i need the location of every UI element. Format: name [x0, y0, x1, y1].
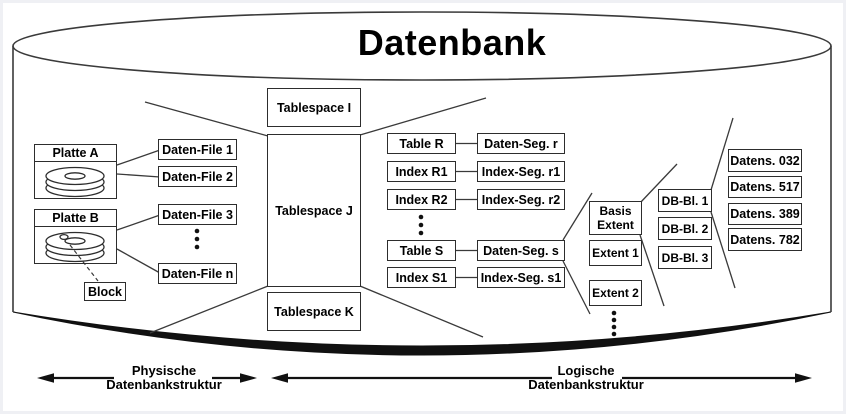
db-block-2-box: DB-Bl. 2 [658, 217, 712, 240]
cylinder-top-ellipse [12, 11, 832, 81]
table-r-box: Table R [387, 133, 456, 154]
disk-file-connectors [116, 149, 161, 274]
data-file-2-box: Daten-File 2 [158, 166, 237, 187]
record-389-box: Datens. 389 [728, 203, 802, 225]
block-box: Block [84, 282, 126, 301]
extents-ellipsis-dots [611, 310, 617, 337]
index-segment-r1-box: Index-Seg. r1 [477, 161, 565, 182]
disk-a-box: Platte A [34, 144, 117, 199]
basis-extent-box: Basis Extent [589, 201, 642, 235]
fan-segment-to-extents [562, 192, 593, 315]
tables-ellipsis-dots [418, 214, 424, 236]
data-file-n-box: Daten-File n [158, 263, 237, 284]
physical-structure-label: Physische Datenbankstruktur [94, 364, 234, 392]
index-r2-box: Index R2 [387, 189, 456, 210]
record-517-box: Datens. 517 [728, 176, 802, 198]
tablespace-k-box: Tablespace K [267, 292, 361, 331]
logical-range-arrow [271, 373, 812, 383]
files-ellipsis-dots [194, 228, 200, 250]
index-s1-box: Index S1 [387, 267, 456, 288]
db-block-3-box: DB-Bl. 3 [658, 246, 712, 269]
disk-b-label: Platte B [35, 210, 116, 227]
record-782-box: Datens. 782 [728, 228, 802, 251]
index-segment-s1-box: Index-Seg. s1 [477, 267, 565, 288]
data-file-3-box: Daten-File 3 [158, 204, 237, 225]
fan-files-to-tablespace [144, 101, 269, 334]
extent-1-box: Extent 1 [589, 240, 642, 266]
index-segment-r2-box: Index-Seg. r2 [477, 189, 565, 210]
logical-structure-label-line2: Datenbankstruktur [528, 377, 644, 392]
tablespace-i-box: Tablespace I [267, 88, 361, 127]
tablespace-j-box: Tablespace J [267, 134, 361, 287]
diagram-title: Datenbank [357, 22, 547, 63]
extent-2-box: Extent 2 [589, 280, 642, 306]
db-block-1-box: DB-Bl. 1 [658, 189, 712, 212]
data-file-1-box: Daten-File 1 [158, 139, 237, 160]
disk-a-label: Platte A [35, 145, 116, 162]
table-segment-connectors [452, 142, 481, 279]
disk-a-icon [45, 166, 105, 198]
physical-range-arrow [37, 373, 257, 383]
disk-b-box: Platte B [34, 209, 117, 264]
physical-structure-label-line2: Datenbankstruktur [106, 377, 222, 392]
fan-extent-to-blocks [639, 163, 678, 307]
fan-tablespace-to-tables [359, 97, 487, 338]
data-segment-r-box: Daten-Seg. r [477, 133, 565, 154]
fan-block-to-records [710, 117, 736, 289]
index-r1-box: Index R1 [387, 161, 456, 182]
table-s-box: Table S [387, 240, 456, 261]
record-032-box: Datens. 032 [728, 149, 802, 172]
logical-structure-label: Logische Datenbankstruktur [516, 364, 656, 392]
data-segment-s-box: Daten-Seg. s [477, 240, 565, 261]
block-sector-mark [59, 233, 69, 241]
disk-b-icon [45, 231, 105, 263]
logical-structure-label-line1: Logische [557, 363, 615, 378]
physical-structure-label-line1: Physische [131, 363, 197, 378]
